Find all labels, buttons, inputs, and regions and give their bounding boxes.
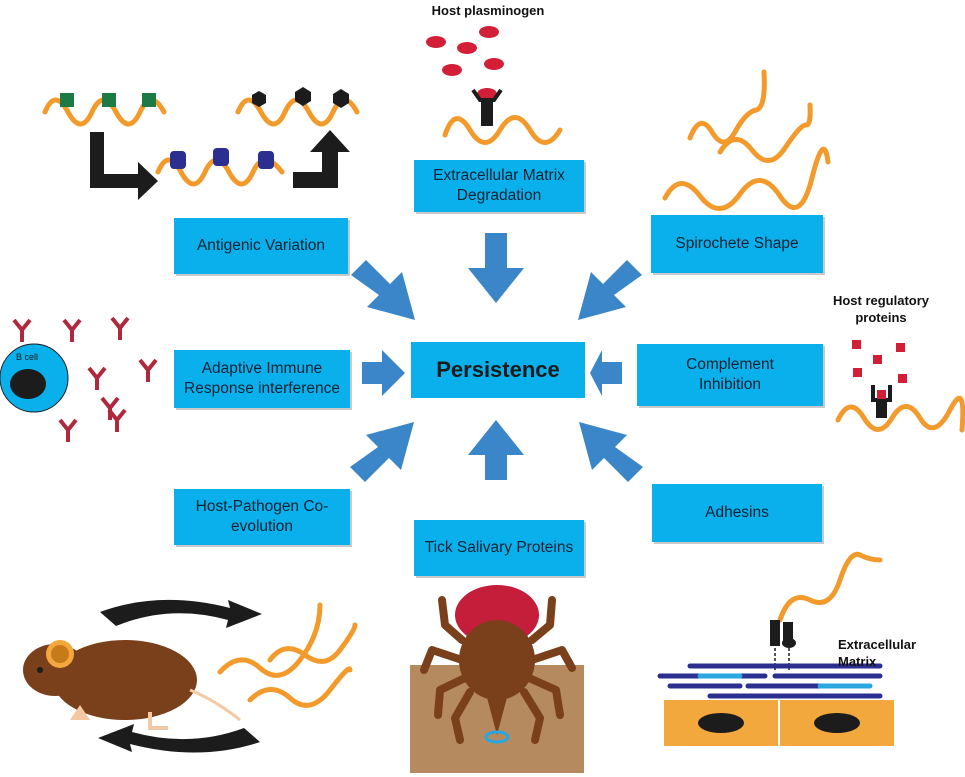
extracellular-matrix-label: Extracellular Matrix	[838, 637, 917, 669]
host-pathogen-label: Host-Pathogen Co-evolution	[195, 498, 329, 535]
arrow-diag-br	[579, 422, 643, 482]
box-adhesins: Adhesins	[652, 484, 822, 542]
persistence-label: Persistence	[436, 357, 560, 382]
box-spirochete-shape: Spirochete Shape	[651, 215, 823, 273]
ecm-illustration	[657, 551, 894, 746]
box-complement-inhibition: Complement Inhibition	[637, 344, 823, 406]
coevolution-illustration	[23, 599, 358, 753]
arrow-diag-tr	[578, 260, 642, 320]
tick-salivary-label: Tick Salivary Proteins	[424, 539, 574, 556]
spirochete-shape-illustration	[662, 69, 831, 211]
antigenic-variation-illustration	[42, 87, 360, 200]
box-adaptive-immune: Adaptive Immune Response interference	[174, 350, 350, 408]
plasminogen-illustration	[426, 26, 563, 145]
antibody-illustration	[0, 316, 158, 444]
adaptive-immune-label: Adaptive Immune Response interference	[184, 360, 340, 397]
box-antigenic-variation: Antigenic Variation	[174, 218, 348, 274]
arrow-diag-bl	[350, 422, 414, 482]
box-tick-salivary: Tick Salivary Proteins	[414, 520, 584, 576]
arrow-left	[590, 350, 622, 396]
box-persistence: Persistence	[411, 342, 585, 398]
box-ecm-degradation: Extracellular Matrix Degradation	[414, 160, 584, 212]
regulatory-proteins-illustration	[835, 340, 965, 433]
antigenic-variation-label: Antigenic Variation	[196, 237, 326, 254]
arrow-up	[468, 420, 524, 480]
ecm-degradation-label: Extracellular Matrix Degradation	[433, 167, 565, 204]
box-host-pathogen: Host-Pathogen Co-evolution	[174, 489, 350, 545]
hexagon-1	[252, 91, 266, 107]
host-plasminogen-label: Host plasminogen	[431, 3, 545, 18]
arrow-right	[362, 350, 405, 396]
adhesins-label: Adhesins	[705, 504, 769, 521]
arrows	[350, 233, 643, 482]
b-cell-label: B cell	[16, 352, 39, 362]
complement-inhibition-label: Complement Inhibition	[686, 356, 774, 393]
spirochete-shape-label: Spirochete Shape	[675, 235, 799, 252]
host-regulatory-label: Host regulatory proteins	[832, 293, 930, 325]
arrow-diag-tl	[351, 260, 415, 320]
arrow-down	[468, 233, 524, 303]
tick-illustration	[410, 585, 584, 773]
